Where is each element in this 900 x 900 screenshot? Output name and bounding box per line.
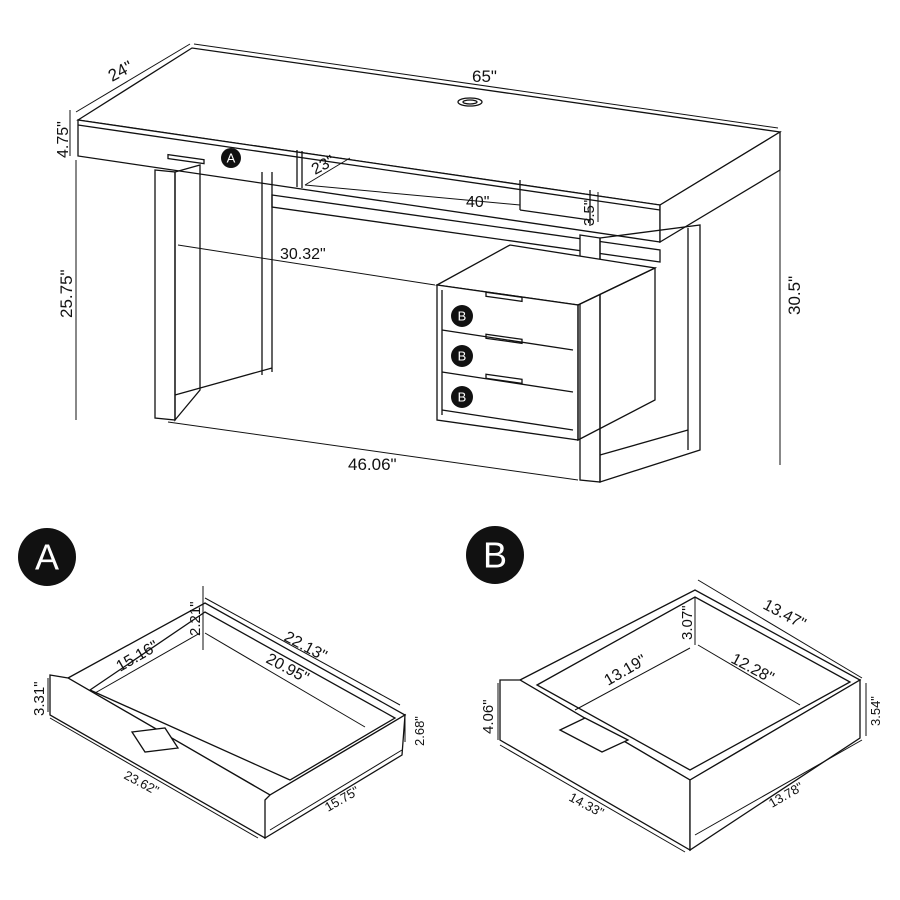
drawer-a-side-height-label: 2.68": [412, 716, 427, 746]
drawer-b-inner-width-label: 13.19": [602, 652, 650, 690]
apron-height-label: 4.75": [55, 121, 72, 158]
svg-text:B: B: [458, 349, 467, 364]
shelf-height-label: 3.5": [581, 200, 598, 226]
svg-text:A: A: [35, 537, 59, 578]
knee-height-label: 25.75": [57, 269, 76, 318]
drawer-b-outer-length-label: 13.47": [760, 597, 808, 633]
desk-width-label: 65": [472, 67, 497, 86]
leg-to-cabinet-label: 30.32": [280, 246, 326, 263]
drawer-b-back-height-label: 3.07": [679, 605, 696, 640]
svg-text:B: B: [458, 390, 467, 405]
drawer-b-dimension-lines: [497, 579, 867, 853]
drawer-a-illustration: [49, 602, 407, 840]
drawer-b-inner-length-label: 12.28": [728, 651, 776, 687]
desk-depth-label: 24": [105, 57, 136, 85]
drawer-a-front-height-label: 3.31": [31, 681, 48, 716]
drawer-a-section-badge: A: [18, 528, 76, 586]
drawer-a-inner-width-label: 15.16": [114, 638, 162, 676]
drawer-b-illustration: [499, 589, 862, 852]
desk-illustration: [76, 47, 782, 483]
svg-text:B: B: [458, 309, 467, 324]
drawer-b-side-height-label: 3.54": [868, 696, 883, 726]
drawer-b-front-height-label: 4.06": [480, 699, 497, 734]
total-height-label: 30.5": [785, 276, 804, 315]
desk-badge-b-2: B: [451, 345, 473, 367]
desk-badge-b-1: B: [451, 305, 473, 327]
desk-dimension-lines: [69, 43, 781, 481]
desk-badge-b-3: B: [451, 386, 473, 408]
drawer-a-back-height-label: 2.21": [187, 601, 204, 636]
desk-badge-a: A: [221, 148, 241, 168]
drawer-b-section-badge: B: [466, 526, 524, 584]
leg-span-label: 46.06": [348, 455, 397, 474]
svg-text:B: B: [483, 535, 507, 576]
svg-text:A: A: [227, 151, 236, 166]
shelf-width-label: 40": [466, 194, 489, 211]
drawer-a-dimension-lines: [47, 586, 406, 839]
